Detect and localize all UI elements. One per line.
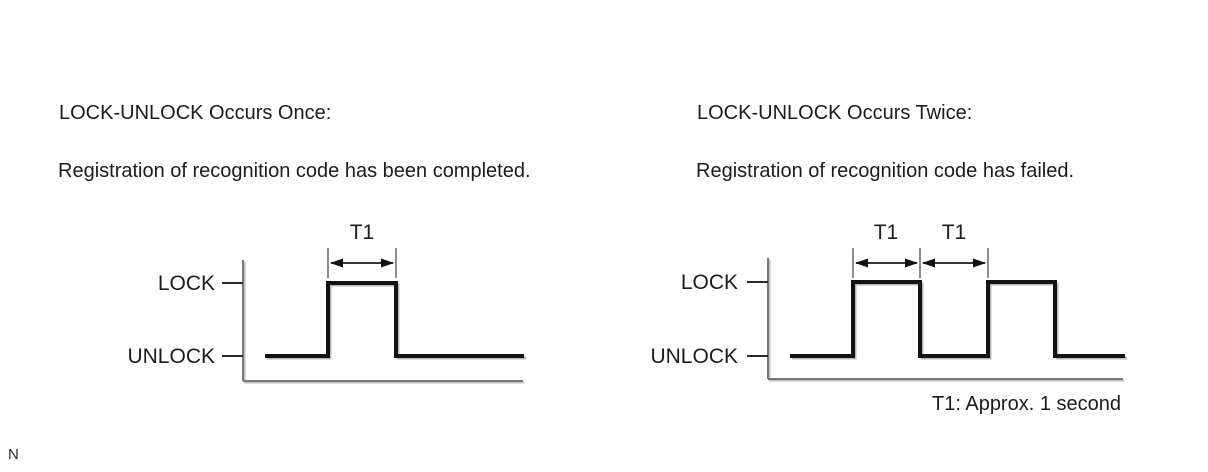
waveform-trace bbox=[790, 280, 1125, 358]
waveform-trace bbox=[265, 281, 524, 358]
dimension-arrowhead-right bbox=[381, 258, 394, 268]
lock-level-label: LOCK bbox=[681, 271, 738, 294]
timing-diagram-twice-plot bbox=[747, 248, 1127, 382]
unlock-level-label: UNLOCK bbox=[650, 345, 738, 368]
diagram-once-subtitle: Registration of recognition code has bee… bbox=[58, 160, 531, 182]
timing-diagram-twice: LOCK UNLOCK T1 T1 bbox=[650, 221, 1127, 382]
diagram-once-title: LOCK-UNLOCK Occurs Once: bbox=[59, 102, 332, 124]
unlock-level-label: UNLOCK bbox=[127, 345, 215, 368]
dimension-arrowhead-right bbox=[973, 258, 986, 268]
dimension-arrowhead-left bbox=[922, 258, 935, 268]
timing-diagram-once-plot bbox=[222, 248, 526, 384]
t1-dimension-label: T1 bbox=[874, 221, 899, 244]
lock-level-label: LOCK bbox=[158, 272, 215, 295]
diagram-twice-title: LOCK-UNLOCK Occurs Twice: bbox=[697, 102, 973, 124]
t1-dimension-label: T1 bbox=[350, 221, 375, 244]
t1-dimension-label: T1 bbox=[942, 221, 967, 244]
timing-diagram-once: LOCK UNLOCK T1 bbox=[127, 221, 526, 384]
t1-footnote: T1: Approx. 1 second bbox=[932, 393, 1122, 415]
page-corner-label: N bbox=[8, 446, 19, 463]
dimension-arrowhead-left bbox=[330, 258, 343, 268]
dimension-arrowhead-left bbox=[855, 258, 868, 268]
waveform-shadow bbox=[792, 282, 1127, 360]
dimension-arrowhead-right bbox=[905, 258, 918, 268]
diagram-twice-subtitle: Registration of recognition code has fai… bbox=[696, 160, 1075, 182]
